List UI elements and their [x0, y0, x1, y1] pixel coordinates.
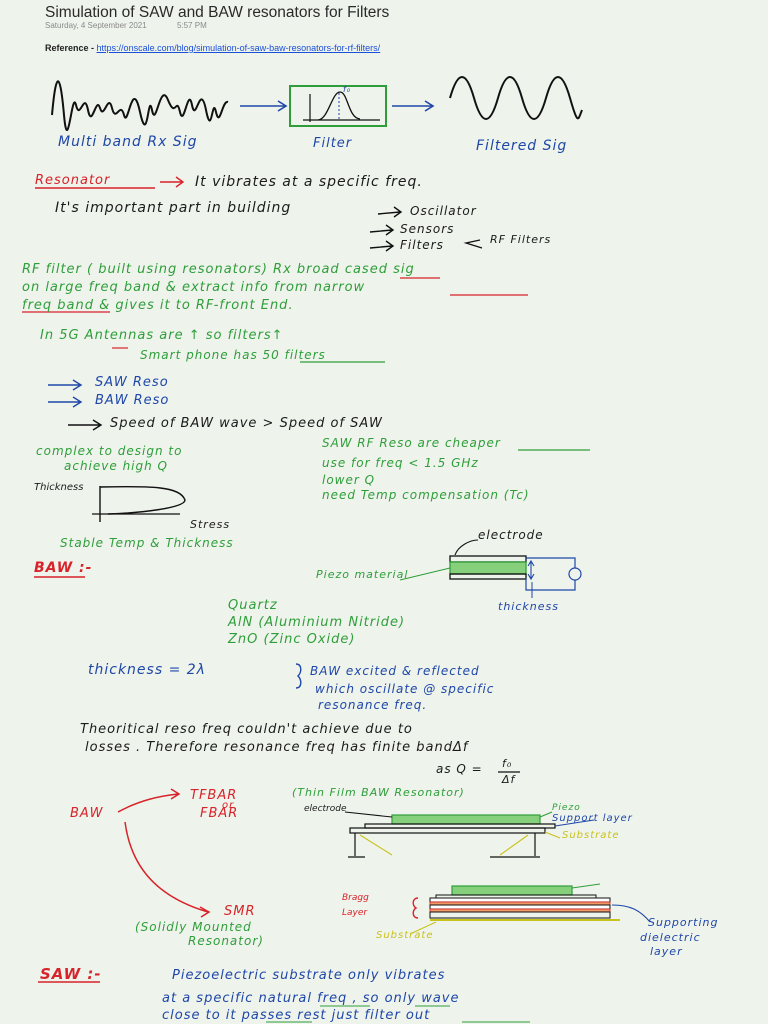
reference-link[interactable]: https://onscale.com/blog/simulation-of-s…	[96, 43, 381, 53]
filtered-signal-wave	[449, 76, 583, 120]
substrate-label-2: Substrate	[376, 930, 434, 941]
saw-line-2: at a specific natural freq , so only wav…	[162, 991, 460, 1006]
important-part: It's important part in building	[55, 200, 292, 216]
bragg-label-2: Layer	[342, 908, 368, 918]
page-date: Saturday, 4 September 2021	[45, 21, 147, 30]
fbar-label: FBAR	[200, 806, 239, 821]
supporting-3: layer	[650, 945, 683, 958]
in-5g: In 5G Antennas are ↑ so filters↑	[40, 328, 284, 343]
resonator-def: It vibrates at a specific freq.	[195, 174, 423, 190]
baw-excited-2: which oscillate @ specific	[315, 682, 495, 696]
q-formula-prefix: as Q =	[436, 762, 483, 776]
stress-axis: Stress	[190, 518, 231, 531]
saw-cheaper: SAW RF Reso are cheaper	[322, 436, 501, 450]
filter-box	[289, 85, 387, 127]
material-quartz: Quartz	[228, 598, 278, 613]
q-numerator: f₀	[502, 757, 513, 770]
label-filtered: Filtered Sig	[476, 138, 568, 154]
filters: Filters	[400, 238, 444, 252]
electrode-label: electrode	[478, 528, 544, 542]
supporting-1: Supporting	[648, 916, 719, 929]
piezo-material-label: Piezo material	[316, 568, 409, 581]
baw-heading: BAW :-	[34, 560, 93, 576]
sensors: Sensors	[400, 222, 455, 236]
smr-full-2: Resonator)	[188, 934, 264, 948]
baw-excited-1: BAW excited & reflected	[310, 664, 480, 678]
label-multiband: Multi band Rx Sig	[58, 134, 198, 150]
reference-line: Reference - https://onscale.com/blog/sim…	[45, 43, 380, 53]
resonator-label: Resonator	[35, 173, 111, 188]
use-freq: use for freq < 1.5 GHz	[322, 456, 479, 470]
speed-compare: Speed of BAW wave > Speed of SAW	[110, 416, 383, 431]
thickness-eq: thickness = 2λ	[88, 662, 206, 678]
need-tc: need Temp compensation (Tc)	[322, 488, 530, 502]
page-meta: Saturday, 4 September 2021 5:57 PM	[45, 21, 235, 30]
tfbar-full: (Thin Film BAW Resonator)	[292, 786, 465, 799]
substrate-label-1: Substrate	[562, 830, 620, 841]
material-aln: AlN (Aluminium Nitride)	[228, 615, 406, 630]
theoretical-2: losses . Therefore resonance freq has fi…	[85, 740, 469, 755]
supporting-2: dielectric	[640, 931, 701, 944]
smr-label: SMR	[224, 904, 256, 919]
baw-reso: BAW Reso	[95, 393, 170, 408]
stable-note: Stable Temp & Thickness	[60, 536, 234, 550]
label-filter: Filter	[313, 136, 353, 151]
rf-line-1: RF filter ( built using resonators) Rx b…	[22, 262, 415, 277]
reference-label: Reference -	[45, 43, 95, 53]
input-signal-wave	[51, 80, 229, 132]
achieve-q: achieve high Q	[64, 459, 168, 473]
lower-q: lower Q	[322, 473, 376, 487]
complex-design: complex to design to	[36, 444, 183, 458]
rf-line-2: on large freq band & extract info from n…	[22, 280, 366, 295]
q-denominator: Δf	[502, 773, 516, 786]
baw-branch: BAW	[70, 806, 104, 821]
rf-line-3: freq band & gives it to RF-front End.	[22, 298, 294, 313]
thickness-axis: Thickness	[34, 482, 84, 493]
saw-line-1: Piezoelectric substrate only vibrates	[172, 968, 446, 983]
saw-heading: SAW :-	[40, 965, 102, 983]
electrode-label-2: electrode	[304, 804, 347, 814]
baw-excited-3: resonance freq.	[318, 698, 428, 712]
or-label: or	[222, 800, 235, 811]
smartphone-filters: Smart phone has 50 filters	[140, 348, 326, 362]
piezo-label-2: Piezo	[552, 803, 581, 813]
theoretical-1: Theoritical reso freq couldn't achieve d…	[80, 722, 413, 737]
material-zno: ZnO (Zinc Oxide)	[228, 632, 356, 647]
rf-filters: RF Filters	[490, 233, 552, 246]
saw-line-3: close to it passes rest just filter out	[162, 1008, 431, 1023]
thickness-label: thickness	[498, 600, 559, 613]
support-layer-label: Support layer	[552, 813, 633, 824]
saw-reso: SAW Reso	[95, 375, 169, 390]
page-title: Simulation of SAW and BAW resonators for…	[45, 4, 390, 21]
bragg-label-1: Bragg	[342, 893, 369, 903]
tfbar-label: TFBAR	[190, 788, 238, 803]
oscillator: Oscillator	[410, 204, 477, 218]
filter-f0: f₀	[343, 85, 352, 94]
page-time: 5:57 PM	[176, 21, 207, 30]
smr-full-1: (Solidly Mounted	[135, 920, 252, 934]
